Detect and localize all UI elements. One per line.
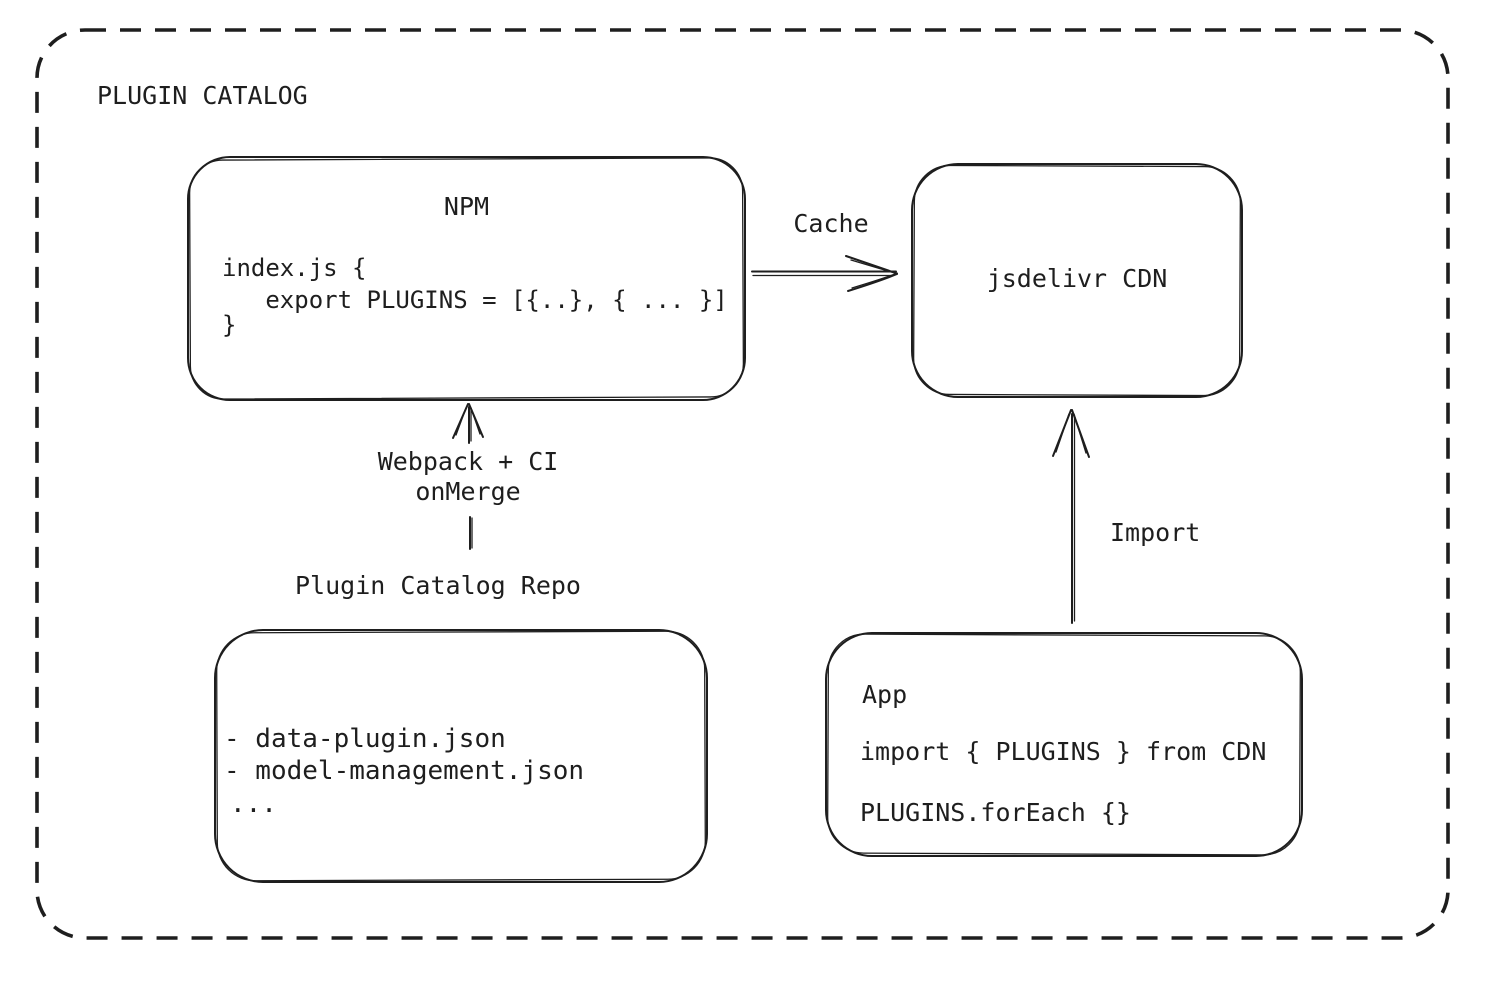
app-node-title: App bbox=[862, 680, 908, 709]
diagram-title: PLUGIN CATALOG bbox=[97, 81, 308, 110]
app-code-line: PLUGINS.forEach {} bbox=[860, 798, 1131, 827]
npm-box-shape bbox=[187, 156, 746, 401]
import-arrow bbox=[1052, 409, 1090, 624]
repo-box-shape bbox=[214, 629, 708, 883]
app-box-shape bbox=[825, 632, 1303, 857]
catalog-boundary bbox=[35, 28, 1450, 940]
build-arrow-label: Webpack + CI bbox=[377, 447, 559, 476]
npm-node-title: NPM bbox=[443, 192, 490, 221]
cache-arrow-label: Cache bbox=[793, 209, 869, 238]
repo-file-item: - model-management.json bbox=[224, 756, 585, 786]
npm-code-line: index.js { bbox=[222, 254, 367, 282]
repo-file-item: ... bbox=[230, 789, 277, 819]
repo-file-item: - data-plugin.json bbox=[224, 724, 506, 754]
npm-code-line: export PLUGINS = [{..}, { ... }] bbox=[222, 286, 728, 314]
cdn-box-shape bbox=[911, 163, 1243, 398]
app-code-line: import { PLUGINS } from CDN bbox=[860, 737, 1267, 766]
cdn-node-label: jsdelivr CDN bbox=[986, 264, 1168, 293]
build-arrow-label: onMerge bbox=[415, 477, 521, 506]
import-arrow-label: Import bbox=[1110, 518, 1201, 547]
repo-node-label: Plugin Catalog Repo bbox=[295, 571, 581, 600]
cache-arrow bbox=[751, 255, 898, 292]
build-arrow bbox=[452, 403, 484, 550]
npm-code-line: } bbox=[222, 311, 237, 339]
